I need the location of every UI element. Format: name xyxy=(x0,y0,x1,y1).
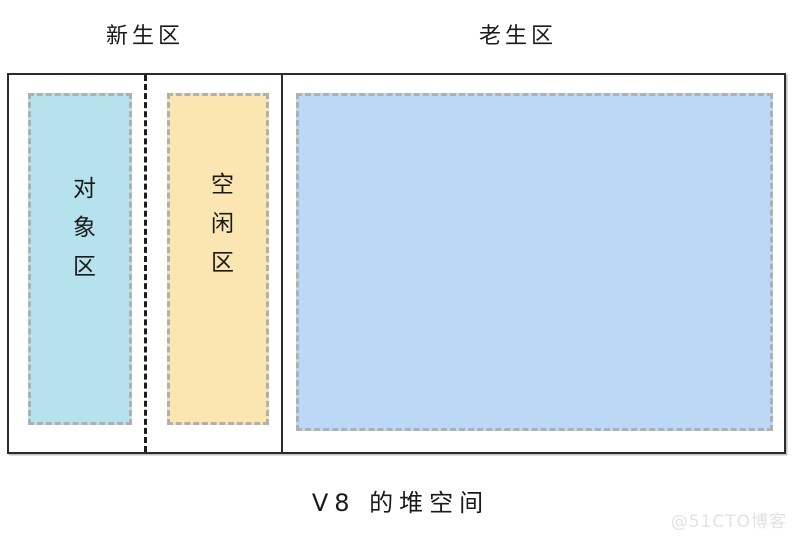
object-space-label: 对象区 xyxy=(68,175,95,293)
watermark: @51CTO博客 xyxy=(670,512,787,532)
old-space-box xyxy=(296,93,773,431)
semispace-divider xyxy=(144,75,147,452)
young-generation-label: 新生区 xyxy=(105,24,184,49)
generation-divider xyxy=(281,75,283,452)
old-generation-label: 老生区 xyxy=(478,24,557,49)
diagram-caption: V8 的堆空间 xyxy=(311,489,490,517)
free-space-label: 空闲区 xyxy=(206,171,233,289)
object-space-box: 对象区 xyxy=(28,93,132,425)
free-space-box: 空闲区 xyxy=(167,93,269,425)
